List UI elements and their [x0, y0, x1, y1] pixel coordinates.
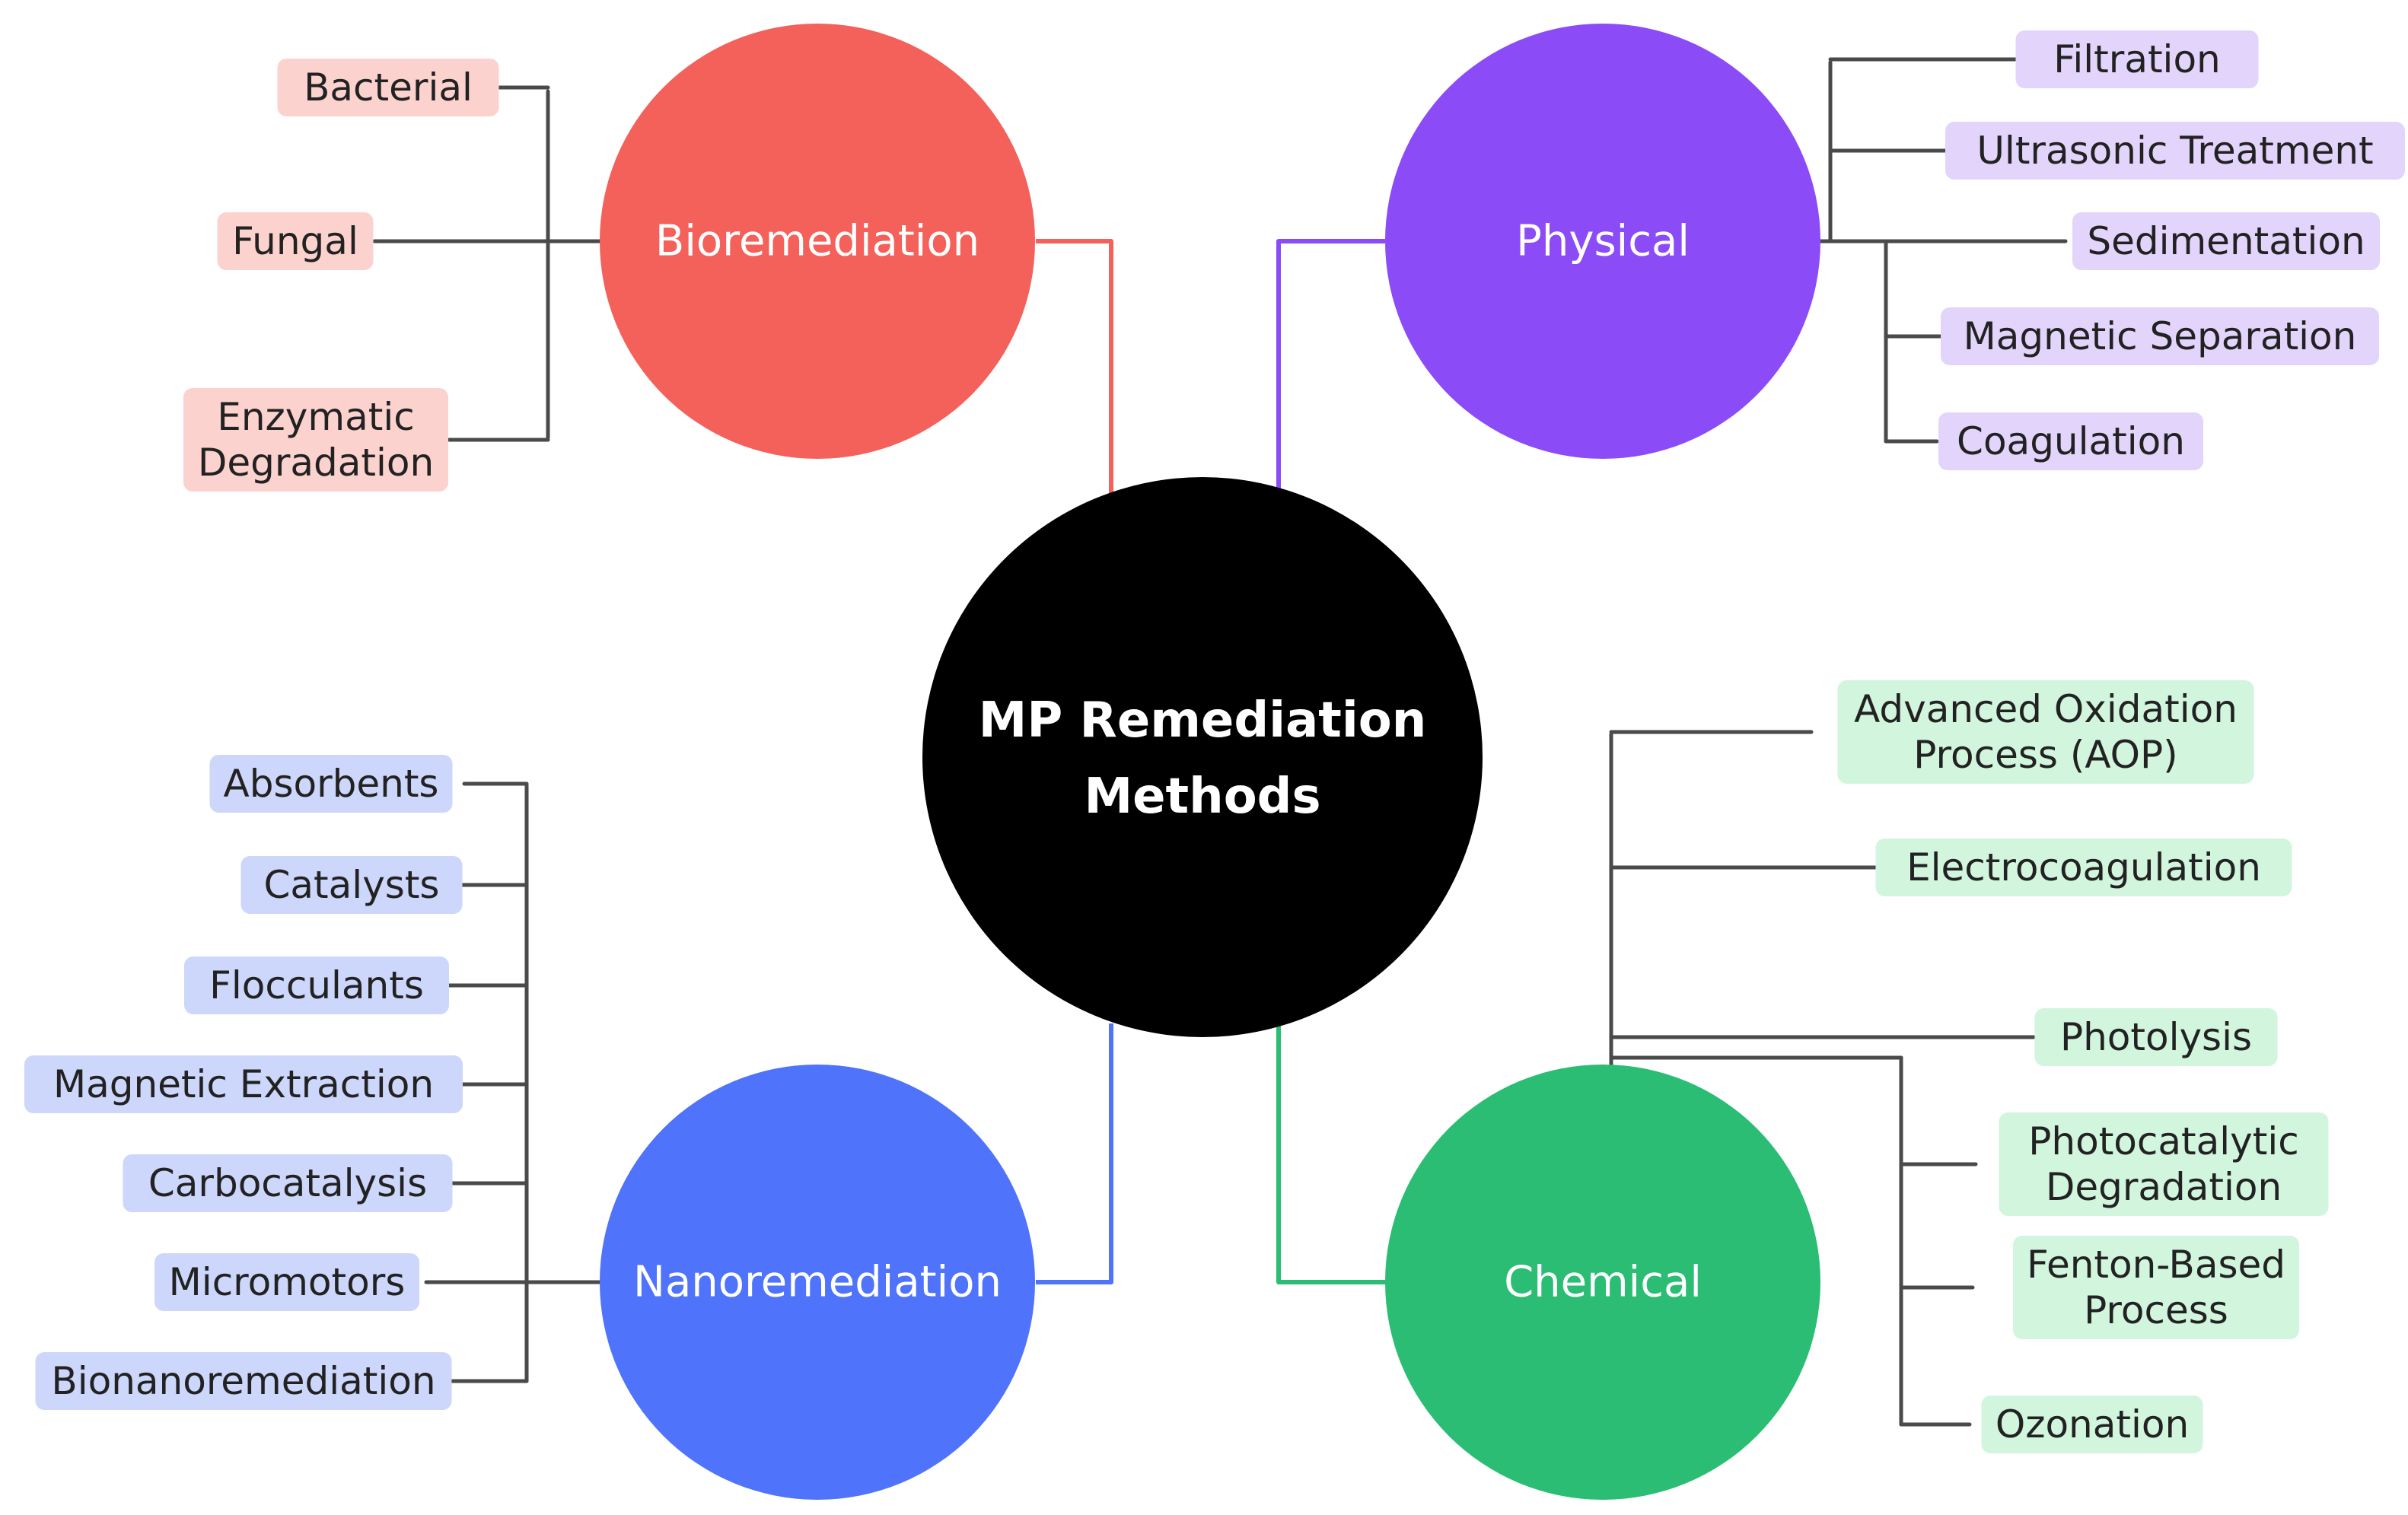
leaf-label: Coagulation [1957, 419, 2185, 463]
nano-leaf: Flocculants [184, 956, 449, 1014]
nano-leaf: Absorbents [209, 755, 453, 813]
leaf-label: Electrocoagulation [1906, 845, 2261, 890]
physical-circle [1385, 24, 1820, 459]
physical-leaf: Magnetic Separation [1941, 307, 2379, 365]
leaf-label: Photolysis [2060, 1015, 2252, 1059]
leaf-label: Magnetic Extraction [53, 1062, 434, 1106]
nano-leaf: Magnetic Extraction [24, 1055, 463, 1113]
bio-node: Bioremediation [600, 24, 1035, 459]
leaf-label: Micromotors [169, 1260, 406, 1304]
leaf-background [1999, 1112, 2329, 1216]
leaf-label: Carbocatalysis [148, 1161, 427, 1205]
center-label: Methods [1084, 769, 1320, 825]
chemical-leaf: Electrocoagulation [1875, 839, 2292, 896]
leaf-label: Process [2084, 1288, 2228, 1332]
leaf-label: Ultrasonic Treatment [1976, 129, 2373, 173]
leaf-background [2072, 212, 2380, 270]
leaf-background [217, 212, 374, 270]
leaf-label: Degradation [198, 441, 434, 485]
leaf-label: Flocculants [209, 963, 424, 1007]
leaf-background [1981, 1396, 2203, 1453]
leaf-background [1945, 122, 2405, 180]
connector-lines [372, 57, 2068, 1427]
leaf-label: Fungal [232, 219, 358, 263]
leaf-label: Photocatalytic [2028, 1119, 2298, 1163]
center-circle [922, 477, 1483, 1037]
physical-leaf: Filtration [2015, 30, 2259, 88]
chemical-leaf: Photolysis [2034, 1008, 2278, 1066]
leaf-background [154, 1253, 419, 1311]
leaf-label: Ozonation [1996, 1402, 2189, 1447]
leaf-background [2013, 1236, 2299, 1339]
bio-circle [600, 24, 1035, 459]
leaf-label: Absorbents [224, 762, 439, 806]
nano-leaf: Micromotors [154, 1253, 419, 1311]
chemical-hub-line [1276, 1023, 1385, 1284]
leaf-background [123, 1154, 453, 1212]
leaf-label: Sedimentation [2087, 219, 2365, 263]
leaf-label: Fenton-Based [2027, 1243, 2285, 1287]
hub-connectors [1036, 239, 1385, 1284]
leaf-label: Catalysts [264, 863, 440, 907]
leaf-labels: BacterialFungalEnzymaticDegradationFiltr… [24, 30, 2405, 1453]
nano-circle [600, 1065, 1035, 1500]
leaf-background [1875, 839, 2292, 896]
leaf-background [183, 388, 448, 492]
leaf-label: Enzymatic [217, 395, 414, 439]
physical-label: Physical [1516, 217, 1690, 266]
leaf-background [24, 1055, 463, 1113]
physical-node: Physical [1385, 24, 1820, 459]
leaf-background [184, 956, 449, 1014]
leaf-background [209, 755, 453, 813]
chemical-leaf: Ozonation [1981, 1396, 2203, 1453]
leaf-background [2015, 30, 2259, 88]
leaf-label: Bacterial [304, 65, 473, 110]
nano-leaf: Bionanoremediation [35, 1352, 452, 1410]
bio-label: Bioremediation [655, 217, 979, 266]
nano-label: Nanoremediation [633, 1258, 1002, 1307]
bio-leaf: Fungal [217, 212, 374, 270]
leaf-background [277, 59, 499, 116]
bio-hub-line [1036, 239, 1113, 498]
bio-leaf: Bacterial [277, 59, 499, 116]
center-label: MP Remediation [979, 692, 1427, 749]
physical-leaf: Sedimentation [2072, 212, 2380, 270]
leaf-background [1938, 412, 2203, 470]
chemical-node: Chemical [1385, 1065, 1820, 1500]
leaf-label: Process (AOP) [1913, 733, 2177, 777]
chemical-circle [1385, 1065, 1820, 1500]
chemical-label: Chemical [1504, 1258, 1702, 1307]
leaf-label: Bionanoremediation [51, 1359, 435, 1403]
leaf-background [35, 1352, 452, 1410]
nano-node: Nanoremediation [600, 1065, 1035, 1500]
nano-hub-line [1036, 1023, 1113, 1284]
leaf-label: Advanced Oxidation [1854, 687, 2238, 731]
leaf-label: Magnetic Separation [1964, 314, 2357, 358]
physical-hub-line [1276, 239, 1385, 498]
leaf-label: Filtration [2053, 37, 2220, 81]
leaf-background [2034, 1008, 2278, 1066]
physical-leaf: Coagulation [1938, 412, 2203, 470]
nano-leaf: Carbocatalysis [123, 1154, 453, 1212]
leaf-background [240, 856, 463, 914]
leaf-label: Degradation [2046, 1165, 2282, 1209]
leaf-background [1941, 307, 2379, 365]
nano-leaf: Catalysts [240, 856, 463, 914]
physical-leaf: Ultrasonic Treatment [1945, 122, 2405, 180]
leaf-background [1837, 680, 2254, 784]
